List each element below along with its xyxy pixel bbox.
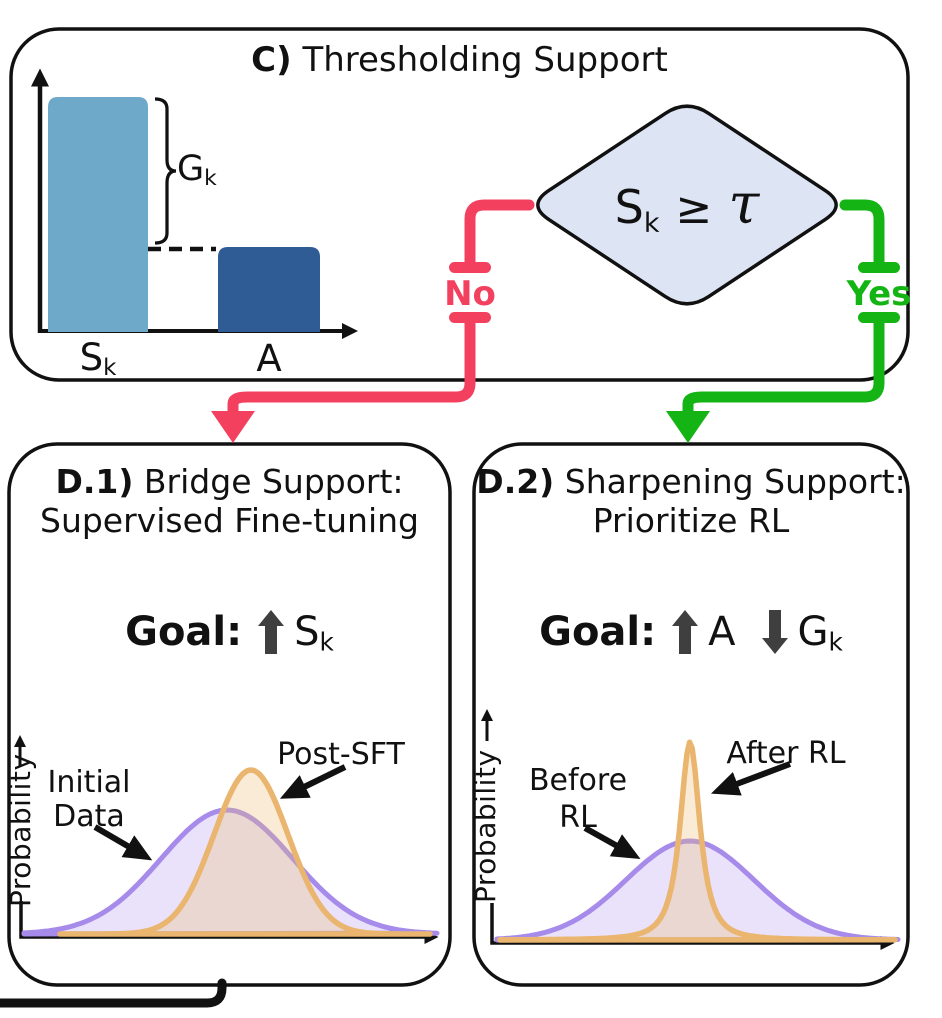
bar-a-label-base: A <box>256 337 282 380</box>
no-branch-tick-top <box>449 262 491 273</box>
condition-lhs: S <box>614 180 644 234</box>
bar-a <box>218 247 320 332</box>
gap-label-sub: k <box>204 165 217 191</box>
before-rl-label-line2: RL <box>559 800 597 835</box>
d1-axis <box>19 901 439 944</box>
yes-branch-upper-segment <box>839 199 885 269</box>
post-sft-curve <box>57 767 433 937</box>
no-branch-upper-segment <box>464 199 535 269</box>
decrease-arrow-icon <box>761 610 788 654</box>
yes-arrowhead-icon <box>666 411 710 443</box>
panel-d1-title: D.1) Bridge Support: Supervised Fine-tun… <box>9 462 450 540</box>
no-branch-label: No <box>444 274 496 314</box>
increase-arrow-icon <box>672 610 699 654</box>
panel-d2-title-line1: D.2) Sharpening Support: <box>474 462 908 501</box>
before-rl-pointer-arrow <box>583 825 641 860</box>
tau-threshold: τ <box>728 172 760 237</box>
d1-goal-label: Goal: <box>125 609 243 655</box>
d2-goal-metric-1: A <box>708 609 735 655</box>
connector-line <box>0 978 227 1008</box>
yes-branch-label: Yes <box>846 274 912 314</box>
after-rl-pointer-arrow <box>710 761 792 796</box>
increase-arrow-icon <box>258 610 285 654</box>
initial-data-label-line2: Data <box>53 799 125 834</box>
bar-sk-label-sub: k <box>103 355 117 382</box>
before-rl-label-line1: Before <box>528 763 628 798</box>
panel-d2-title-line2: Prioritize RL <box>592 501 790 540</box>
post-sft-label: Post-SFT <box>277 737 405 772</box>
d2-goal-label: Goal: <box>539 609 657 655</box>
bar-a-label: A <box>229 337 309 380</box>
d1-plot <box>14 735 440 944</box>
panel-d1-title-prefix: D.1) <box>55 462 134 501</box>
panel-d2-title-rest: Sharpening Support: <box>564 462 906 501</box>
no-branch-tick-bottom <box>449 312 491 323</box>
after-rl-label: After RL <box>726 736 846 771</box>
d2-axis <box>490 903 895 950</box>
panel-c-title: C) Thresholding Support <box>11 40 908 80</box>
panel-d2-title-prefix: D.2) <box>476 462 555 501</box>
support-bar-chart <box>31 68 358 339</box>
panel-d1-title-rest: Bridge Support: <box>143 462 404 501</box>
bar-sk-label-base: S <box>79 336 104 379</box>
d2-goal-metric-2-base: G <box>797 609 829 655</box>
panel-d1-title-line2: Supervised Fine-tuning <box>40 501 419 540</box>
condition-lhs-sub: k <box>643 208 660 239</box>
gap-brace <box>154 97 177 245</box>
d2-goal-metric-1-base: A <box>708 609 736 655</box>
gap-label: Gk <box>177 149 217 191</box>
yes-branch-lower-segment <box>682 316 885 420</box>
bar-sk-label: Sk <box>58 336 138 382</box>
gte-operator: ≥ <box>675 183 713 234</box>
post-sft-pointer-arrow <box>279 764 347 799</box>
panel-c-title-text: Thresholding Support <box>302 40 668 80</box>
d2-plot <box>481 709 901 950</box>
no-branch-arrow <box>211 199 535 443</box>
yes-branch-tick-top <box>858 262 900 273</box>
initial-data-curve <box>21 807 440 937</box>
before-rl-curve <box>494 838 901 943</box>
gap-label-base: G <box>177 149 205 189</box>
d1-goal-metric-sub: k <box>319 627 334 657</box>
panel-d1-title-line1: D.1) Bridge Support: <box>9 462 450 501</box>
d2-goal-metric-2-sub: k <box>828 627 843 657</box>
yes-branch-tick-bottom <box>858 312 900 323</box>
initial-data-pointer-arrow <box>93 824 153 861</box>
no-branch-lower-segment <box>227 316 476 420</box>
initial-data-label: Initial Data <box>14 766 164 834</box>
no-arrowhead-icon <box>211 411 255 443</box>
panel-d2-border <box>472 442 910 987</box>
before-rl-label: Before RL <box>503 762 653 836</box>
panel-c-title-prefix: C) <box>251 40 292 80</box>
d1-goal-metric-base: S <box>294 609 320 655</box>
decision-diamond <box>536 104 838 306</box>
bar-sk <box>48 97 148 332</box>
d2-ylabel: Probability <box>469 749 502 903</box>
panel-d2-title: D.2) Sharpening Support: Prioritize RL <box>474 462 908 540</box>
panel-d1-border <box>7 442 452 987</box>
yes-branch-arrow <box>666 199 900 443</box>
initial-data-label-line1: Initial <box>47 765 131 800</box>
after-rl-curve <box>497 739 898 943</box>
